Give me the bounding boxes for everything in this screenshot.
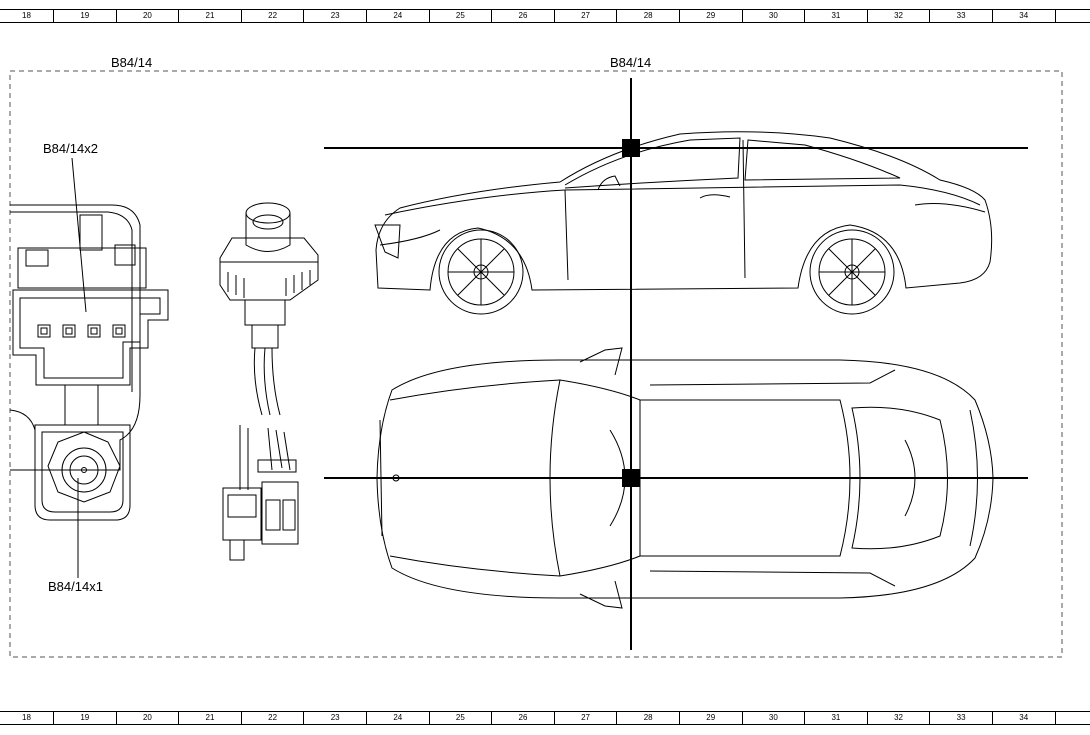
connector-housing-drawing	[9, 204, 169, 521]
ruler-column-label: 18	[0, 712, 54, 724]
ruler-column-label: 22	[242, 712, 305, 724]
ruler-column-label: 25	[430, 10, 493, 22]
ruler-column-label: 34	[993, 10, 1056, 22]
ruler-column-label: 33	[930, 10, 993, 22]
pin-4	[112, 324, 126, 338]
rear-wheel	[809, 229, 895, 315]
ruler-column-label: 21	[179, 10, 242, 22]
ruler-column-label: 27	[555, 712, 618, 724]
location-crosshair	[324, 78, 1028, 650]
ruler-column-label: 19	[54, 712, 117, 724]
ruler-column-label: 31	[805, 712, 868, 724]
ruler-column-label: 26	[492, 10, 555, 22]
ruler-column-label: 19	[54, 10, 117, 22]
ruler-column-label: 23	[304, 10, 367, 22]
ruler-column-label: 26	[492, 712, 555, 724]
ruler-column-label: 30	[743, 10, 806, 22]
connector-x1-label: B84/14x1	[48, 579, 103, 594]
ruler-column-label: 29	[680, 10, 743, 22]
ruler-column-label: 23	[304, 712, 367, 724]
ruler-column-label: 20	[117, 712, 180, 724]
ruler-column-label: 20	[117, 10, 180, 22]
dashed-frame	[9, 70, 1063, 658]
pin-1	[37, 324, 51, 338]
ruler-column-label: 34	[993, 712, 1056, 724]
ruler-column-label: 30	[743, 712, 806, 724]
leader-x2	[71, 157, 87, 313]
ruler-column-label: 24	[367, 10, 430, 22]
area-label-left: B84/14	[111, 55, 153, 70]
ruler-column-label: 31	[805, 10, 868, 22]
ruler-column-label: 22	[242, 10, 305, 22]
ruler-column-label: 29	[680, 712, 743, 724]
front-wheel	[438, 229, 524, 315]
ruler-column-label: 18	[0, 10, 54, 22]
connector-x2-label: B84/14x2	[43, 141, 98, 156]
pin-3	[87, 324, 101, 338]
ruler-column-label: 32	[868, 712, 931, 724]
ruler-column-label: 21	[179, 712, 242, 724]
ruler-column-label: 33	[930, 712, 993, 724]
camera-sensor-drawing	[219, 202, 319, 561]
car-side-view	[374, 131, 993, 315]
ruler-column-label: 25	[430, 712, 493, 724]
area-label-right: B84/14	[610, 55, 652, 70]
ruler-column-label: 28	[617, 712, 680, 724]
location-marker-top	[622, 469, 640, 487]
ruler-column-label: 32	[868, 10, 931, 22]
ruler-column-label: 24	[367, 712, 430, 724]
pin-2	[62, 324, 76, 338]
ruler-column-label: 27	[555, 10, 618, 22]
ruler-column-label: 28	[617, 10, 680, 22]
location-marker-side	[622, 139, 640, 157]
